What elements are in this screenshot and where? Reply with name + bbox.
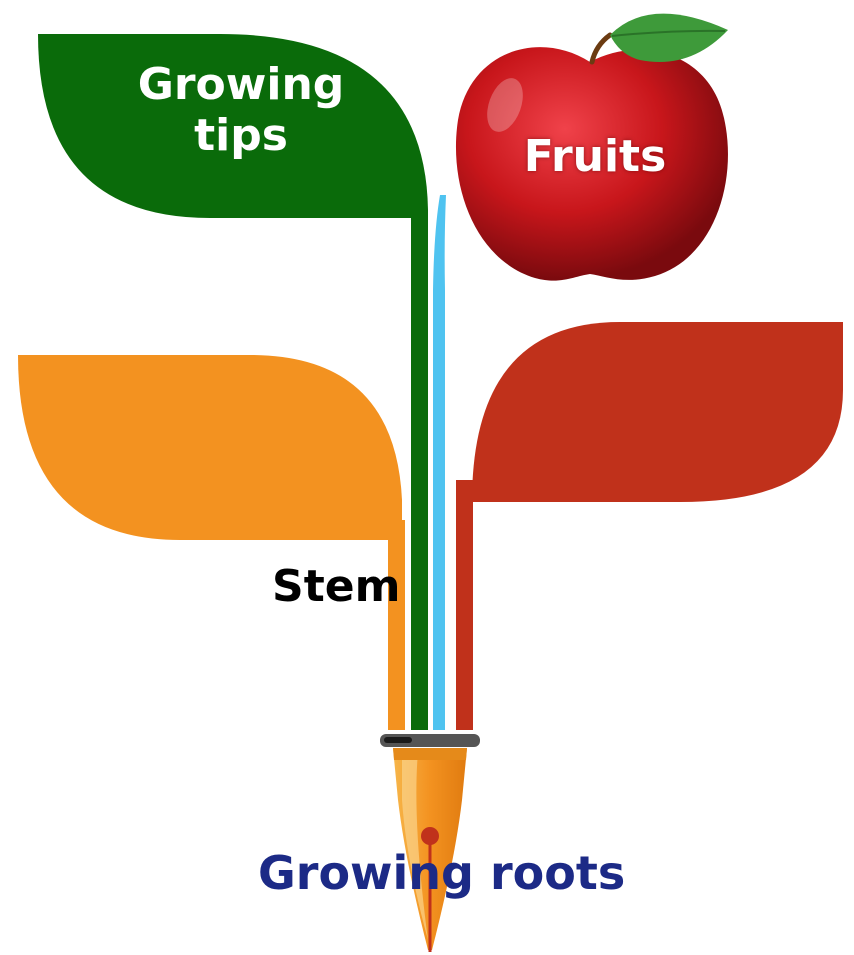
growing-tips-label: Growing tips [126, 60, 356, 161]
red-leaf [472, 322, 843, 502]
stem-label: Stem [272, 562, 400, 613]
growing-roots-label: Growing roots [258, 847, 625, 900]
orange-leaf [18, 355, 402, 540]
orange-stem [388, 520, 405, 730]
fruits-label: Fruits [500, 132, 690, 183]
blue-stem [433, 195, 446, 730]
red-stem [456, 480, 473, 730]
green-stem [411, 210, 428, 730]
